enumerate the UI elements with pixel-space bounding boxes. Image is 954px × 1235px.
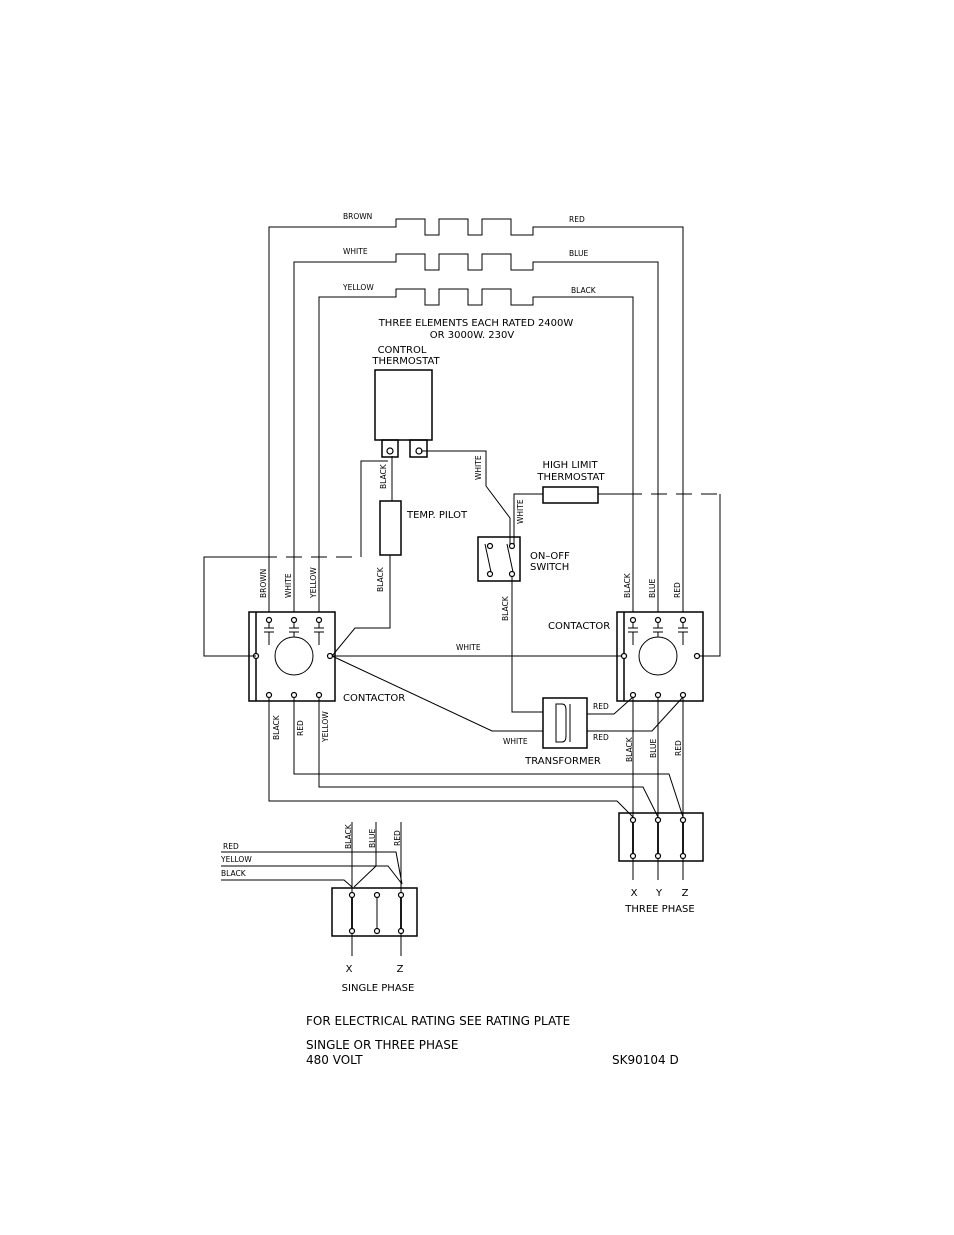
control-thermostat-terminal-left [381,439,399,458]
high-limit-label-2: THERMOSTAT [536,472,605,483]
elements-rating-line2: OR 3000W. 230V [430,330,515,341]
transformer [542,697,588,749]
wire-label-black-right-top: BLACK [623,572,632,598]
terminal [386,447,394,455]
high-limit-label-1: HIGH LIMIT [542,460,598,471]
wire-label-red-right-bottom: RED [674,740,683,756]
wire-label-black-single-top: BLACK [344,823,353,849]
single-phase-label: SINGLE PHASE [342,983,415,994]
wire-label-red-transformer-2: RED [593,733,609,742]
wire-label-white: WHITE [343,247,368,256]
contactor-right [616,611,704,702]
switch-label-2: SWITCH [530,562,569,573]
three-phase-terminal-block [618,812,704,880]
wire-label-black-left-bottom: BLACK [272,714,281,740]
terminal [508,570,516,578]
contactor-left [248,611,336,702]
wire-label-red-right-top: RED [673,582,682,598]
wire-label-yellow-vertical: YELLOW [309,567,318,599]
wire-label-red-left-bottom: RED [296,720,305,736]
elements-rating-line1: THREE ELEMENTS EACH RATED 2400W [378,318,574,329]
wire-label-black-switch: BLACK [501,595,510,621]
wire-label-black-thermostat: BLACK [379,463,388,489]
contactor-left-label: CONTACTOR [343,693,405,704]
high-limit-thermostat [542,486,599,504]
wire-label-yellow: YELLOW [342,283,374,292]
three-phase-y-label: Y [655,888,663,899]
single-phase-terminal-block [331,887,418,956]
wire-label-white-vertical: WHITE [284,573,293,598]
terminal [486,570,494,578]
wire-label-blue-right-bottom: BLUE [649,739,658,758]
drawing-number: SK90104 D [612,1053,679,1067]
control-thermostat-label-1: CONTROL [378,345,427,356]
wire-label-black-pilot: BLACK [376,566,385,592]
wire-label-red-single: RED [223,842,239,851]
wire-label-white-contactors: WHITE [456,643,481,652]
wire-label-white-highlimit: WHITE [516,499,525,524]
wire-label-red-transformer-1: RED [593,702,609,711]
three-phase-label: THREE PHASE [624,904,694,915]
temp-pilot-label: TEMP. PILOT [406,510,468,521]
single-phase-z-label: Z [397,964,404,975]
terminal [486,542,494,550]
wire-label-blue-single-top: BLUE [368,829,377,848]
wire-label-black-right-bottom: BLACK [625,736,634,762]
control-thermostat [374,369,433,441]
wire-label-red: RED [569,215,585,224]
switch-label-1: ON–OFF [530,551,570,562]
wire-label-white-transformer: WHITE [503,737,528,746]
wire-label-brown: BROWN [343,212,372,221]
wire-label-black: BLACK [571,286,597,295]
wire-label-white-switch: WHITE [474,455,483,480]
single-phase-x-label: X [346,964,353,975]
wire-label-blue: BLUE [569,249,588,258]
terminal [508,542,516,550]
three-phase-z-label: Z [682,888,689,899]
phase-note: SINGLE OR THREE PHASE [306,1038,458,1052]
wire-label-brown-vertical: BROWN [259,569,268,598]
three-phase-x-label: X [631,888,638,899]
rating-note: FOR ELECTRICAL RATING SEE RATING PLATE [306,1014,570,1028]
temp-pilot-lamp [379,500,402,556]
wire-label-yellow-left-bottom: YELLOW [321,711,330,743]
control-thermostat-label-2: THERMOSTAT [371,356,440,367]
wire-label-blue-right-top: BLUE [648,579,657,598]
transformer-label: TRANSFORMER [524,756,601,767]
wire-label-red-single-top: RED [393,830,402,846]
heating-elements [268,218,684,612]
voltage-note: 480 VOLT [306,1053,363,1067]
contactor-right-label: CONTACTOR [548,621,610,632]
wire-label-yellow-single: YELLOW [220,855,252,864]
wire-label-black-single: BLACK [221,869,247,878]
control-thermostat-terminal-right [409,439,428,458]
on-off-switch [477,536,521,582]
